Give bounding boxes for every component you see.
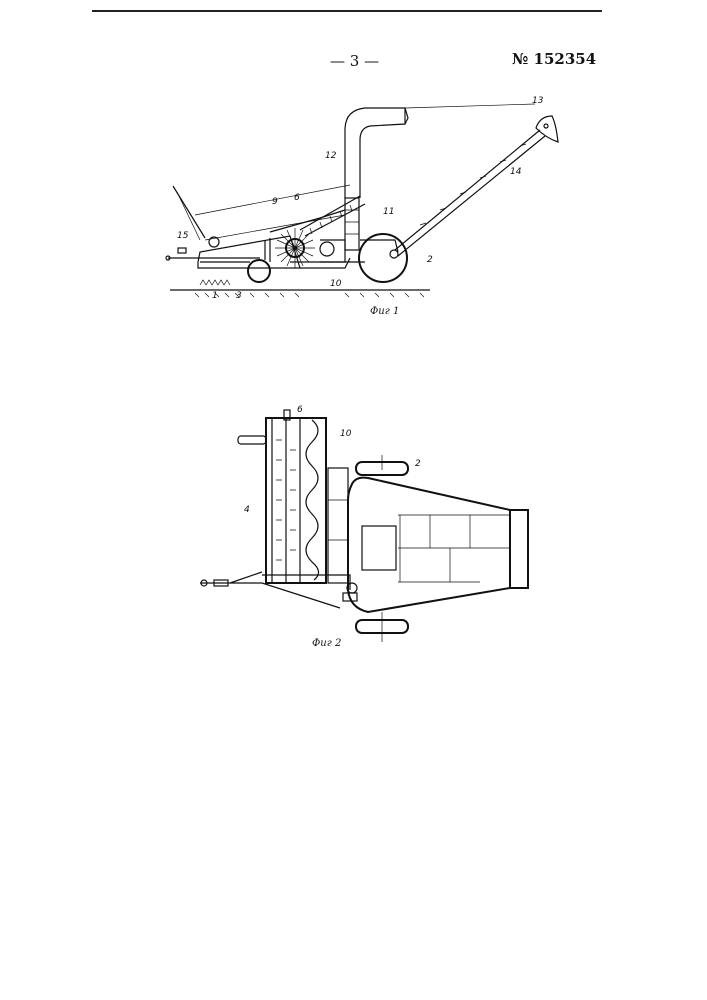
frame-1 bbox=[198, 236, 300, 268]
fig2-label-4: 4 bbox=[244, 505, 250, 515]
label-11: 11 bbox=[383, 207, 394, 217]
center-box bbox=[362, 526, 396, 570]
fig2-label-10: 10 bbox=[340, 429, 352, 439]
upright-posts bbox=[265, 238, 270, 262]
boom-14 bbox=[395, 130, 545, 256]
label-3: 3 bbox=[236, 291, 242, 301]
figure-2-top-view: 2 4 6 10 Фиг 2 bbox=[200, 405, 528, 649]
spout-12 bbox=[345, 108, 405, 198]
label-6: 6 bbox=[294, 193, 300, 203]
auger-10 bbox=[320, 242, 334, 256]
deflector-13 bbox=[536, 116, 558, 142]
label-9: 9 bbox=[272, 197, 278, 207]
label-12: 12 bbox=[325, 151, 337, 161]
label-13: 13 bbox=[532, 96, 544, 106]
drive-housing-lines bbox=[328, 500, 348, 540]
auger-10-spiral bbox=[306, 420, 319, 580]
deflector-pin bbox=[544, 124, 548, 128]
label-2: 2 bbox=[427, 255, 433, 265]
rear-bar bbox=[510, 510, 528, 588]
load-grid bbox=[398, 515, 510, 582]
guy-rope bbox=[405, 104, 535, 108]
wheel-hub bbox=[390, 250, 398, 258]
side-handle bbox=[238, 436, 266, 444]
elevator-11 bbox=[300, 196, 365, 236]
drive-housing bbox=[328, 468, 348, 583]
pickup-teeth bbox=[200, 280, 230, 285]
label-15: 15 bbox=[177, 231, 189, 241]
trailer-body bbox=[348, 478, 510, 612]
chassis-beam bbox=[290, 258, 365, 268]
label-1: 1 bbox=[212, 291, 218, 301]
figure-1-caption: Фиг 1 bbox=[370, 306, 399, 317]
wheel-2 bbox=[359, 234, 407, 282]
ladder-frame bbox=[345, 198, 359, 250]
drawbar bbox=[200, 572, 340, 608]
label-14: 14 bbox=[510, 167, 522, 177]
figure-2-caption: Фиг 2 bbox=[312, 638, 341, 649]
roller-3 bbox=[248, 260, 270, 282]
fig2-label-2: 2 bbox=[415, 459, 421, 469]
header-rails bbox=[272, 418, 300, 583]
soil-hatching bbox=[195, 293, 424, 297]
figure-1-side-view: 1 2 3 6 9 10 11 12 13 14 15 Фиг 1 bbox=[166, 96, 558, 317]
label-10: 10 bbox=[330, 279, 342, 289]
boom-ticks bbox=[420, 144, 526, 225]
fig2-label-6: 6 bbox=[297, 405, 303, 415]
header-frame-4 bbox=[266, 418, 326, 583]
spring-15 bbox=[178, 248, 186, 253]
